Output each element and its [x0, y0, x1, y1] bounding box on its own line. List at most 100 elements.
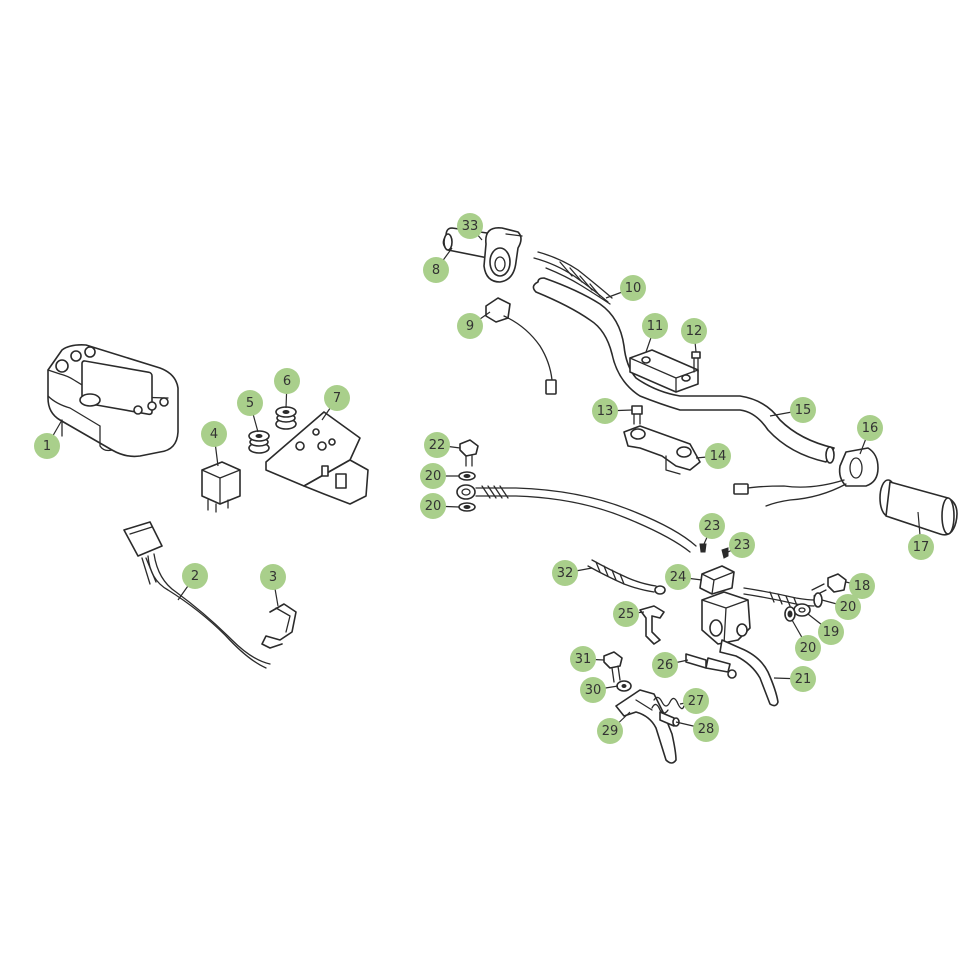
- part-bolt-31: [603, 651, 623, 683]
- callout-badge-circle: [597, 718, 623, 744]
- part-screw-23-a: [699, 543, 707, 553]
- part-bolt-22: [459, 439, 479, 467]
- callout-number: 21: [795, 672, 812, 687]
- callout-10: 10: [620, 275, 646, 301]
- callout-20: 20: [420, 463, 446, 489]
- callout-12: 12: [681, 318, 707, 344]
- callout-badge-circle: [795, 635, 821, 661]
- part-nut-30: [616, 680, 632, 692]
- callout-number: 13: [597, 404, 614, 419]
- leader-lines: [46, 225, 922, 732]
- part-dashboard-display: [47, 344, 179, 458]
- callout-badge-circle: [705, 443, 731, 469]
- callout-badge-circle: [729, 532, 755, 558]
- callout-24: 24: [665, 564, 691, 590]
- callout-badge-circle: [835, 594, 861, 620]
- callout-number: 30: [585, 683, 602, 698]
- callout-7: 7: [324, 385, 350, 411]
- callout-32: 32: [552, 560, 578, 586]
- callout-badge-circle: [790, 666, 816, 692]
- callout-11: 11: [642, 313, 668, 339]
- callout-number: 23: [734, 538, 751, 553]
- part-brake-master-cylinder: [701, 591, 779, 707]
- callout-badge-circle: [681, 318, 707, 344]
- callout-28: 28: [693, 716, 719, 742]
- part-handlebar-switch: [485, 297, 557, 395]
- callout-9: 9: [457, 313, 483, 339]
- callout-number: 15: [795, 403, 812, 418]
- part-banjo-fitting: [793, 603, 811, 617]
- callout-number: 32: [557, 566, 574, 581]
- callout-badge-circle: [613, 601, 639, 627]
- callout-number: 3: [269, 570, 277, 585]
- callout-number: 11: [647, 319, 664, 334]
- callout-5: 5: [237, 390, 263, 416]
- part-cable-clip: [261, 603, 297, 649]
- callout-badge-circle: [665, 564, 691, 590]
- part-brake-hose: [475, 485, 697, 553]
- callout-badge-circle: [457, 213, 483, 239]
- part-grommet-5: [248, 430, 270, 454]
- callout-badge-circle: [818, 619, 844, 645]
- callout-number: 29: [602, 724, 619, 739]
- callout-number: 8: [432, 263, 440, 278]
- part-wiring-harness: [123, 521, 271, 669]
- callout-number: 4: [210, 427, 218, 442]
- callout-number: 20: [425, 499, 442, 514]
- callout-badge-circle: [182, 563, 208, 589]
- callout-19: 19: [818, 619, 844, 645]
- part-left-grip: [879, 479, 958, 536]
- callout-badge-circle: [424, 432, 450, 458]
- callout-badge-circle: [201, 421, 227, 447]
- callout-1: 1: [34, 433, 60, 459]
- callout-number: 20: [840, 600, 857, 615]
- part-washer-20-b: [458, 502, 476, 512]
- callout-number: 19: [823, 625, 840, 640]
- callout-badge-circle: [642, 313, 668, 339]
- callout-number: 18: [854, 579, 871, 594]
- callout-16: 16: [857, 415, 883, 441]
- callout-number: 33: [462, 219, 479, 234]
- callout-number: 7: [333, 391, 341, 406]
- callout-badge-circle: [260, 564, 286, 590]
- callout-number: 24: [670, 570, 687, 585]
- callout-6: 6: [274, 368, 300, 394]
- callout-badge-circle: [652, 652, 678, 678]
- callout-14: 14: [705, 443, 731, 469]
- callout-23: 23: [699, 513, 725, 539]
- callout-badge-circle: [570, 646, 596, 672]
- callout-number: 9: [466, 319, 474, 334]
- callout-33: 33: [457, 213, 483, 239]
- part-handlebar-clamp-top: [629, 349, 699, 393]
- callout-30: 30: [580, 677, 606, 703]
- part-clutch-cable: [587, 559, 666, 595]
- callout-23: 23: [729, 532, 755, 558]
- part-bolt-12: [691, 351, 701, 373]
- callout-badge-circle: [457, 313, 483, 339]
- part-pivot-pin: [685, 653, 737, 679]
- callout-20: 20: [420, 493, 446, 519]
- part-screw-23-b: [721, 547, 729, 559]
- callout-number: 25: [618, 607, 635, 622]
- callout-badge-circle: [580, 677, 606, 703]
- part-right-switch: [733, 447, 879, 507]
- callout-number: 28: [698, 722, 715, 737]
- callout-20: 20: [795, 635, 821, 661]
- part-spacer: [456, 484, 476, 500]
- callout-number: 20: [800, 641, 817, 656]
- part-throttle-cable: [533, 251, 613, 305]
- callout-number: 12: [686, 324, 703, 339]
- callout-29: 29: [597, 718, 623, 744]
- callout-17: 17: [908, 534, 934, 560]
- callout-badge-circle: [324, 385, 350, 411]
- callout-badge-circle: [857, 415, 883, 441]
- callout-badge-circle: [908, 534, 934, 560]
- callout-number: 31: [575, 652, 592, 667]
- callout-number: 22: [429, 438, 446, 453]
- part-switch-bracket: [639, 605, 665, 645]
- part-washer-20-c: [813, 592, 823, 608]
- callout-number: 20: [425, 469, 442, 484]
- part-relay: [201, 461, 241, 513]
